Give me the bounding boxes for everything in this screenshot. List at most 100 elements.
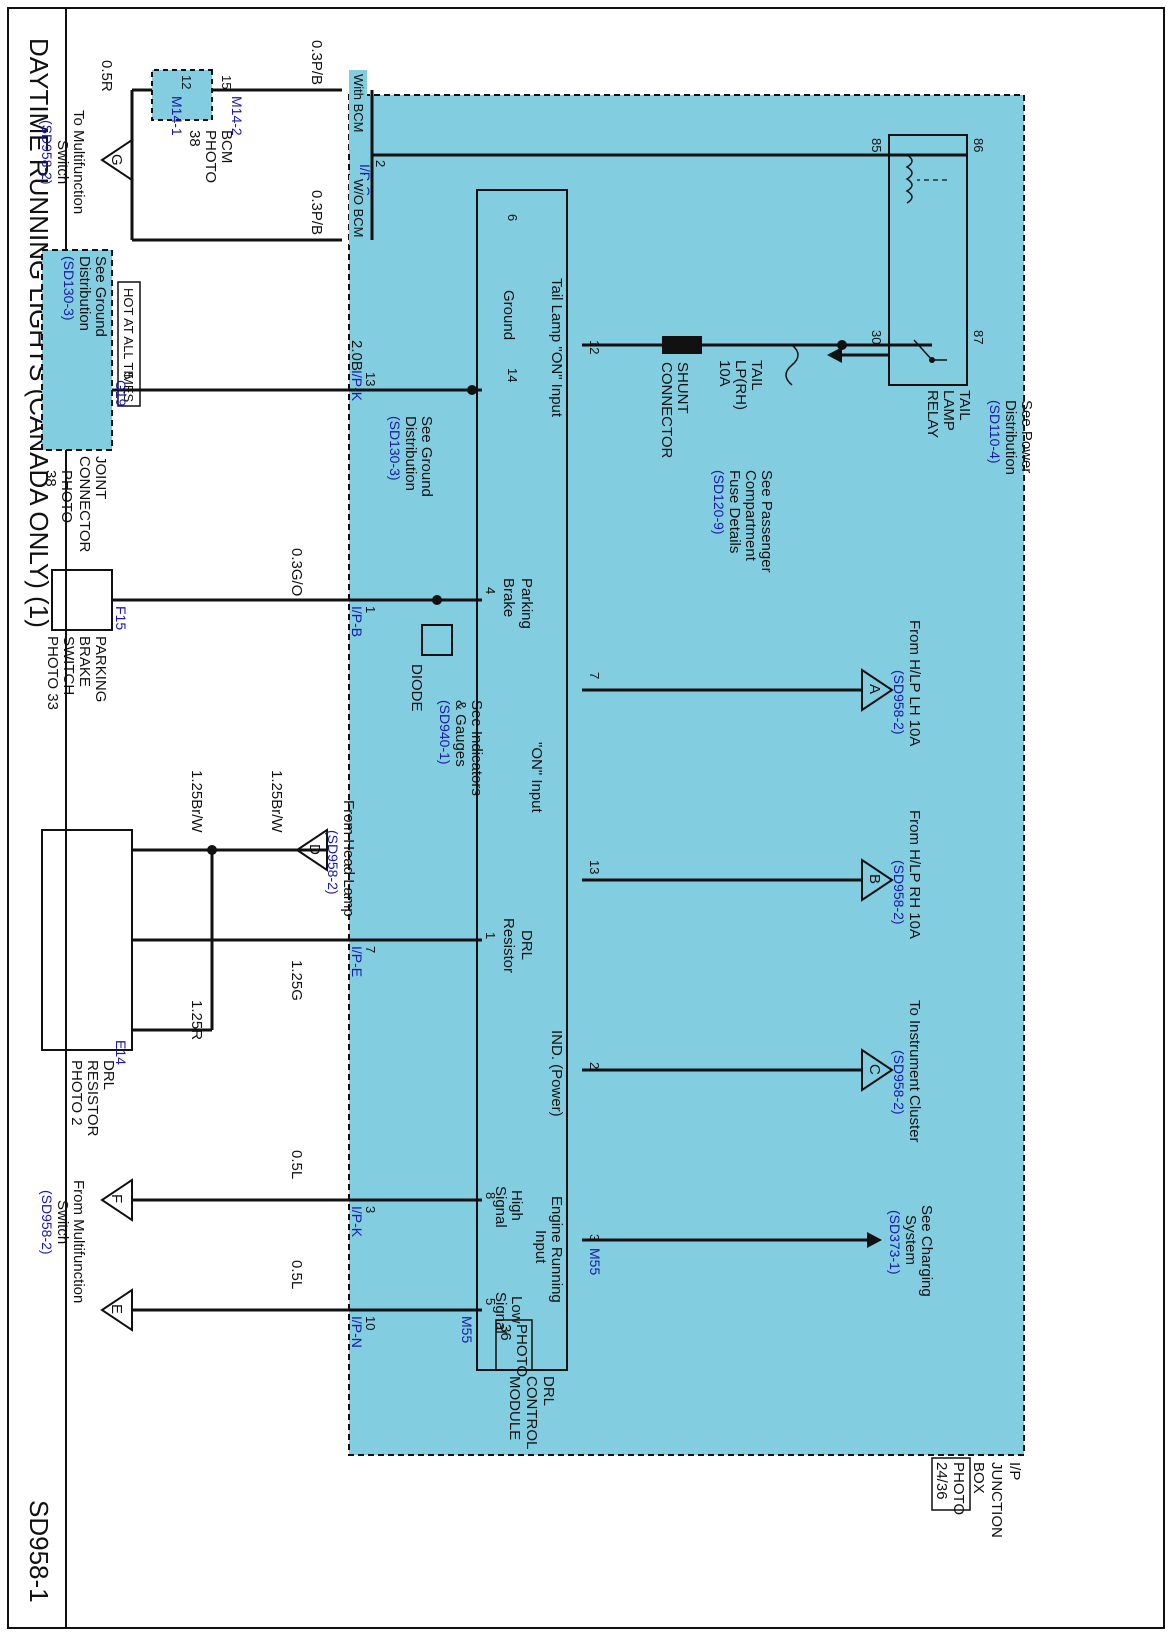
hl-b-wire-label: 1.25Br/W [188, 770, 205, 833]
page-code: SD958-1 [24, 1500, 54, 1603]
multi-fe-link: (SD958-2) [39, 1190, 55, 1255]
outer-border [7, 7, 1165, 1629]
module-l3: MODULE [506, 1376, 523, 1440]
conn-ipe: I/P-E [349, 946, 365, 977]
fuse-l1: TAIL [748, 360, 765, 391]
conn-ipb-pin: 1 [363, 606, 378, 613]
bcm-a-wire-label: 0.3P/B [308, 40, 325, 85]
ground-dist-in-link: (SD130-3) [387, 416, 403, 481]
module-photo-l2: 36 [497, 1324, 514, 1341]
hot-label-box [117, 281, 141, 407]
ground-dist-out-link: (SD130-3) [61, 256, 77, 321]
joint-l2: CONNECTOR [76, 456, 93, 553]
offpage-e-letter: E [108, 1304, 125, 1314]
multi-fe-l1: From Multifunction [70, 1180, 87, 1303]
res-g-wire-label: 1.25G [288, 960, 305, 1001]
fuse-l2: LP(RH) [732, 360, 749, 410]
hl-a-wire-label: 1.25Br/W [268, 770, 285, 833]
fuse-symbol [785, 344, 799, 386]
ground-dist-out-l2: Distribution [76, 256, 93, 331]
conn-m14-2-pin: 15 [219, 75, 234, 89]
offpage-e [100, 1288, 133, 1332]
head-lamp-link: (SD958-2) [325, 830, 341, 895]
conn-m14-2: M14-2 [229, 96, 245, 136]
offpage-d-letter: D [306, 844, 323, 855]
offpage-g [100, 138, 133, 182]
res-junction [207, 845, 217, 855]
fuse-l3: 10A [716, 360, 733, 387]
drl-resistor-l2: RESISTOR [84, 1060, 101, 1137]
power-ref-l2: Distribution [1002, 400, 1019, 475]
shunt-l2: CONNECTOR [658, 362, 675, 459]
fuse-ref-l1: See Passenger [758, 470, 775, 573]
hot-label: HOT AT ALL TIMES [121, 288, 136, 402]
offpage-c-letter: C [866, 1064, 883, 1075]
res-r-wire-label: 1.25R [188, 1000, 205, 1040]
joint-photo-1: PHOTO [58, 470, 75, 523]
pin-label-low-1: Low [508, 1296, 525, 1324]
conn-ipg-pin: 2 [373, 160, 388, 167]
conn-g19: G19 [113, 380, 129, 407]
pin-num-parking: 4 [483, 587, 498, 594]
relay-label-1: TAIL [956, 390, 973, 421]
wo-bcm-tag [349, 175, 367, 245]
bcm-module [151, 69, 213, 121]
hlp-lh-label: From H/LP LH 10A [906, 620, 923, 746]
pin-num-tail: 12 [587, 340, 602, 354]
ground-dist-in-l2: Distribution [402, 416, 419, 491]
pin-label-low-2: Signal [492, 1292, 509, 1334]
with-bcm-label: With BCM [351, 74, 366, 133]
offpage-a [861, 668, 894, 712]
relay-pin-30: 30 [869, 330, 884, 344]
relay-coil [905, 154, 913, 204]
shunt-connector [662, 336, 702, 354]
offpage-f-letter: F [108, 1194, 125, 1203]
joint-connector [41, 249, 113, 451]
offpage-b-letter: B [866, 874, 883, 884]
drl-resistor-photo: PHOTO 2 [68, 1060, 85, 1126]
fuse-ref-link: (SD120-9) [711, 470, 727, 535]
power-ref-link: (SD110-4) [987, 400, 1003, 464]
pin-label-ground: Ground [500, 290, 517, 340]
pin-label-high-1: High [508, 1190, 525, 1221]
pin-label-parking-1: Parking [518, 578, 535, 629]
cluster-label: To Instrument Cluster [906, 1000, 923, 1143]
pin-label-tail: Tail Lamp "ON" Input [548, 278, 565, 418]
pin-label-engine-1: Engine Running [548, 1196, 565, 1303]
conn-e14: E14 [113, 1040, 129, 1065]
relay-label-3: RELAY [924, 390, 941, 438]
conn-ipk3-pin: 3 [363, 1206, 378, 1213]
ip-junction-box [348, 94, 1025, 1456]
conn-ipn: I/P-N [349, 1316, 365, 1348]
pin-num-low: 5 [483, 1298, 498, 1305]
parking-switch-l2: BRAKE [76, 636, 93, 687]
power-ref-l1: See Power [1018, 400, 1035, 473]
offpage-c [861, 1048, 894, 1092]
conn-low: M55 [459, 1316, 475, 1343]
indicators-l1: See Indicators [468, 700, 485, 796]
fuse-ref-l2: Compartment [742, 470, 759, 562]
conn-engine: M55 [587, 1248, 603, 1275]
parking-brake-switch [51, 569, 113, 631]
pin-num-engine: 3 [587, 1234, 602, 1241]
bcm-label: BCM [218, 130, 235, 163]
pin-label-ind: IND. (Power) [548, 1030, 565, 1117]
conn-ipk13: I/P-K [349, 370, 365, 402]
module-l2: CONTROL [523, 1376, 540, 1449]
charging-l2: System [902, 1215, 919, 1265]
conn-g19-pin: 5 [121, 372, 136, 379]
junction-box-l2: JUNCTION [988, 1462, 1005, 1538]
multi-g-l1: To Multifunction [70, 110, 87, 214]
pin-label-engine-2: Input [532, 1230, 549, 1264]
drl-resistor-l1: DRL [100, 1060, 117, 1090]
ground-dist-out-l1: See Ground [92, 256, 109, 337]
joint-photo-2: 38 [42, 470, 59, 487]
diode-label: DIODE [408, 664, 425, 712]
pin-label-on: "ON" Input [528, 742, 545, 814]
pin-label-drl-2: Resistor [500, 918, 517, 973]
multi-fe-l2: Switch [54, 1200, 71, 1244]
pin-label-high-2: Signal [492, 1186, 509, 1228]
module-photo-l1: PHOTO [513, 1324, 530, 1377]
pin-num-ground-a: 6 [505, 214, 520, 221]
